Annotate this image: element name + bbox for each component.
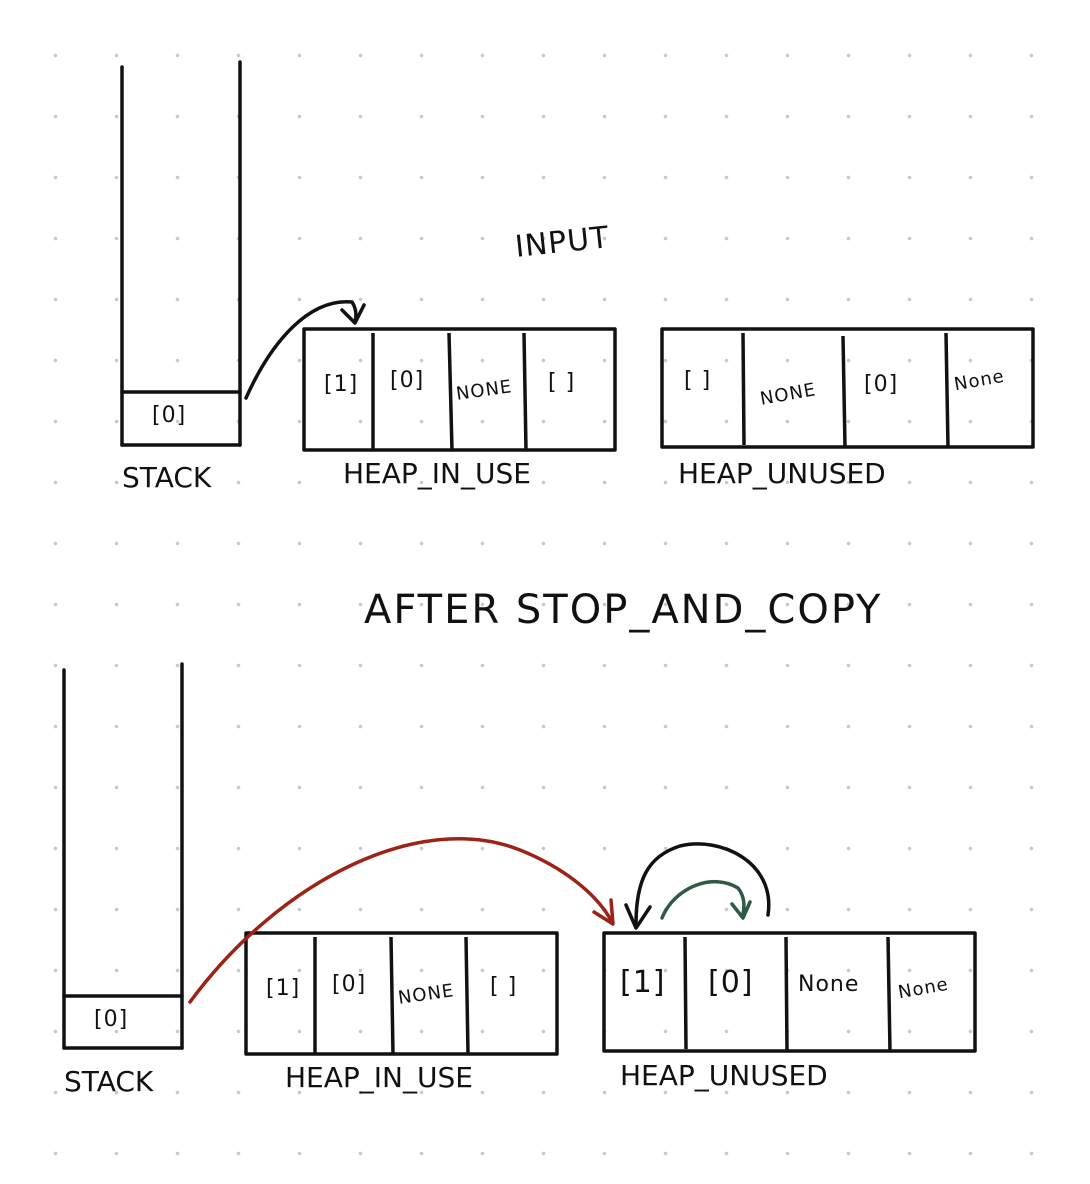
- top-pointer-arrow: [244, 300, 366, 400]
- top-heap-in-use-cell-2: [0]: [390, 368, 425, 393]
- bottom-heap-unused-cell-2: [0]: [708, 965, 754, 1000]
- after-heading: AFTER STOP_AND_COPY: [364, 587, 883, 633]
- bottom-heap-in-use-cell-4: [ ]: [490, 974, 518, 999]
- bottom-heap-in-use-box: [244, 931, 559, 1056]
- top-heap-in-use-box: [302, 327, 617, 452]
- bottom-stack: [62, 662, 184, 1050]
- top-heap-unused-box: [660, 327, 1035, 449]
- top-stack-label: STACK: [122, 461, 212, 494]
- top-stack-entry: [0]: [152, 403, 187, 428]
- bottom-stack-label: STACK: [64, 1065, 154, 1098]
- top-heap-in-use-cell-4: [ ]: [548, 370, 576, 395]
- top-heap-in-use-label: HEAP_IN_USE: [343, 457, 531, 490]
- inner-pointer-arrow: [660, 879, 752, 920]
- bottom-stack-entry: [0]: [94, 1007, 129, 1032]
- top-heap-unused-label: HEAP_UNUSED: [678, 457, 886, 490]
- top-heap-unused-cell-1: [ ]: [684, 368, 712, 393]
- bottom-heap-in-use-label: HEAP_IN_USE: [285, 1061, 473, 1094]
- forward-pointer-arrow: [188, 836, 615, 1004]
- bottom-heap-unused-box: [602, 931, 977, 1053]
- top-stack: [120, 60, 242, 447]
- bottom-heap-unused-cell-1: [1]: [620, 965, 666, 1000]
- bottom-heap-in-use-cell-2: [0]: [332, 972, 367, 997]
- self-pointer-arrow: [624, 842, 771, 930]
- bottom-heap-unused-cell-3: None: [798, 972, 860, 997]
- top-heap-unused-cell-3: [0]: [864, 372, 899, 397]
- top-heap-in-use-cell-1: [1]: [324, 372, 359, 397]
- bottom-heap-unused-label: HEAP_UNUSED: [620, 1059, 828, 1092]
- bottom-heap-in-use-cell-1: [1]: [266, 976, 301, 1001]
